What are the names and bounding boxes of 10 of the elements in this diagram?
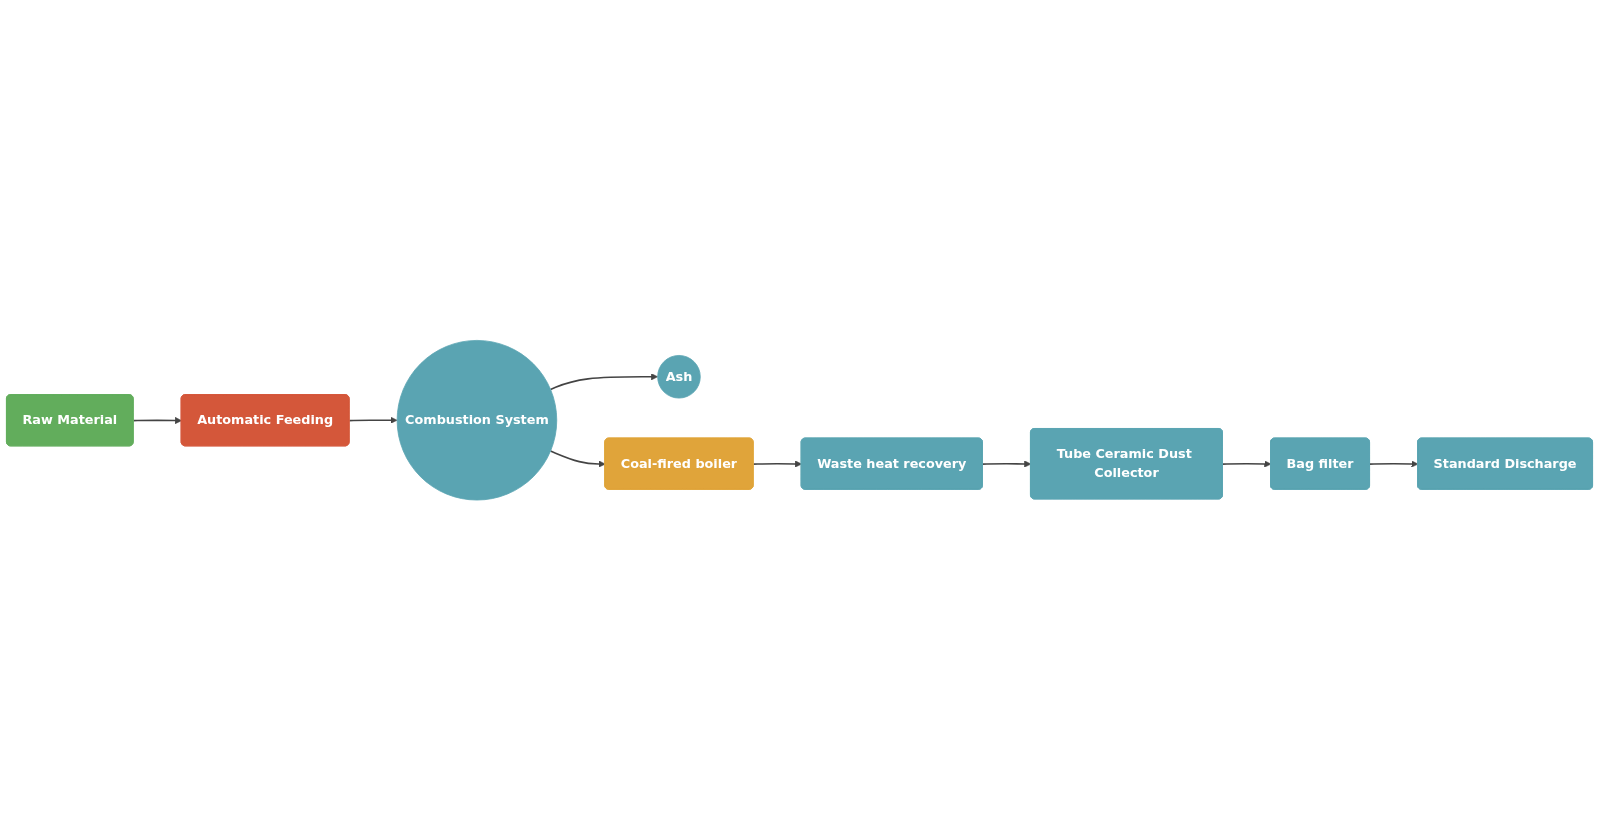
- arrow: [549, 373, 658, 390]
- node-circle: Ash: [657, 354, 701, 399]
- arrow: [982, 460, 1032, 468]
- arrow: [132, 416, 182, 424]
- arrow: [752, 460, 802, 468]
- arrow: [1222, 460, 1272, 468]
- arrow: [549, 450, 606, 468]
- arrow: [1369, 460, 1419, 468]
- arrow: [348, 416, 398, 424]
- node-circle: Combustion System: [396, 339, 558, 501]
